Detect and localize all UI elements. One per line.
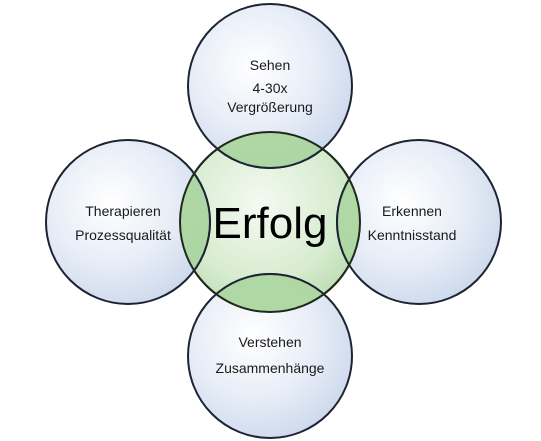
right-label-line2: Kenntnisstand xyxy=(368,227,457,243)
top-label-line2: 4-30x xyxy=(252,80,287,96)
node-right-erkennen xyxy=(336,139,502,305)
left-label-line1: Therapieren xyxy=(85,203,161,219)
overlap-regions xyxy=(180,132,360,312)
center-circle-outline xyxy=(179,131,361,313)
overlap-left xyxy=(180,139,211,305)
center-label: Erfolg xyxy=(213,199,328,248)
bottom-label-line1: Verstehen xyxy=(238,334,301,350)
left-label-line2: Prozessqualität xyxy=(75,227,171,243)
bottom-label-line2: Zusammenhänge xyxy=(216,360,325,376)
overlap-right xyxy=(336,139,360,305)
top-label-line3: Vergrößerung xyxy=(227,99,313,115)
overlap-bottom xyxy=(187,273,353,312)
right-label-line1: Erkennen xyxy=(382,203,442,219)
overlap-top xyxy=(187,132,353,169)
top-label-line1: Sehen xyxy=(250,57,290,73)
